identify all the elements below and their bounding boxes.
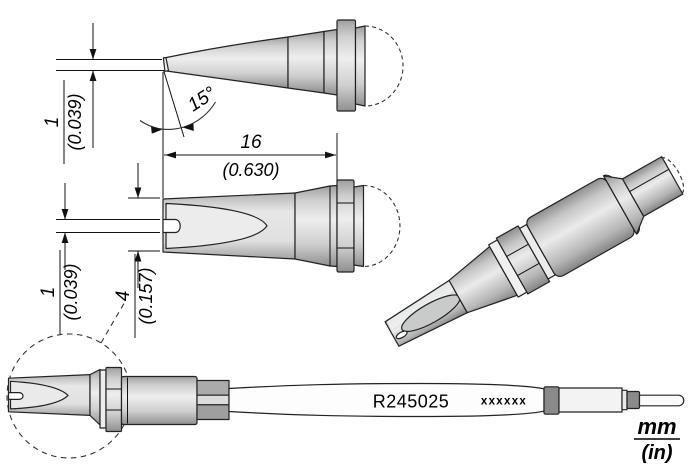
- dim-length-mm: 16: [240, 132, 262, 153]
- shaft-step: [621, 389, 628, 411]
- units-label: mm (in): [634, 414, 680, 464]
- isometric-view: [384, 156, 685, 347]
- top-view-blade-face: [165, 202, 268, 250]
- dim-tip-thickness-inch: (0.039): [65, 93, 85, 150]
- cartridge-nut: [105, 366, 123, 433]
- cartridge-washer: [99, 369, 107, 429]
- cartridge-hex-top: [196, 379, 230, 396]
- cartridge-blade-face: [9, 380, 69, 410]
- top-view-break-arc: [363, 184, 401, 268]
- dim-length-inch: (0.630): [222, 160, 279, 180]
- detail-leader-line: [100, 299, 127, 344]
- side-view-break-arc: [364, 25, 404, 107]
- top-view-nut: [336, 179, 355, 273]
- angle-arrow-left: [151, 126, 162, 134]
- side-view-neck: [323, 28, 338, 96]
- dim-blade-width-inch: (0.157): [136, 267, 156, 324]
- cartridge-body: [120, 375, 198, 426]
- iso-hex-end: [621, 156, 684, 217]
- dim-blade-width-mm: 4: [113, 291, 134, 302]
- top-view: [162, 179, 401, 273]
- iso-nut-facet-1: [506, 243, 529, 257]
- units-secondary: (in): [641, 442, 672, 464]
- angle-arrow-right: [182, 123, 194, 131]
- shaft-ring-2: [626, 390, 641, 410]
- shaft-cylinder: [558, 387, 623, 413]
- shaft-rod-tip: [638, 394, 685, 407]
- dimension-bevel-angle: 15°: [139, 69, 220, 198]
- iso-nut-facet-2: [517, 262, 540, 277]
- top-view-edge-notch: [162, 218, 181, 234]
- side-view: [162, 19, 404, 112]
- dimension-blade-width: 4 (0.157): [113, 163, 160, 338]
- dim-edge-width-inch: (0.039): [61, 263, 81, 320]
- cartridge-edge-notch: [7, 392, 24, 400]
- cartridge-hex-mid: [196, 394, 230, 406]
- iso-blade-top-face: [386, 281, 455, 330]
- side-view-body: [287, 30, 325, 94]
- iso-break-arc: [661, 157, 685, 195]
- top-view-cone: [294, 184, 338, 268]
- cartridge-cone: [89, 368, 101, 426]
- side-view-tip-face: [162, 56, 170, 72]
- dimension-tip-length: 16 (0.630): [164, 132, 338, 182]
- side-view-endcap: [354, 25, 366, 107]
- shaft-ring-1: [543, 386, 560, 415]
- dimension-tip-thickness: 1 (0.039): [42, 23, 164, 164]
- dim-angle-value: 15°: [184, 83, 220, 116]
- dimension-edge-width: 1 (0.039): [38, 183, 160, 334]
- iso-edge-notch: [395, 330, 408, 340]
- iso-hex-facet: [629, 168, 670, 192]
- units-primary: mm: [637, 414, 676, 439]
- serial-placeholder-label: xxxxxx: [481, 396, 527, 408]
- full-cartridge-view: R245025 xxxxxx: [6, 299, 685, 459]
- angle-slant-line: [163, 69, 185, 138]
- dim-edge-width-mm: 1: [38, 287, 59, 298]
- side-view-flange: [336, 19, 357, 112]
- part-number-label: R245025: [373, 392, 450, 412]
- side-view-cone: [163, 36, 289, 89]
- cartridge-hex-bottom: [196, 404, 230, 421]
- top-view-endcap: [353, 184, 365, 268]
- dim-tip-thickness-mm: 1: [42, 117, 63, 128]
